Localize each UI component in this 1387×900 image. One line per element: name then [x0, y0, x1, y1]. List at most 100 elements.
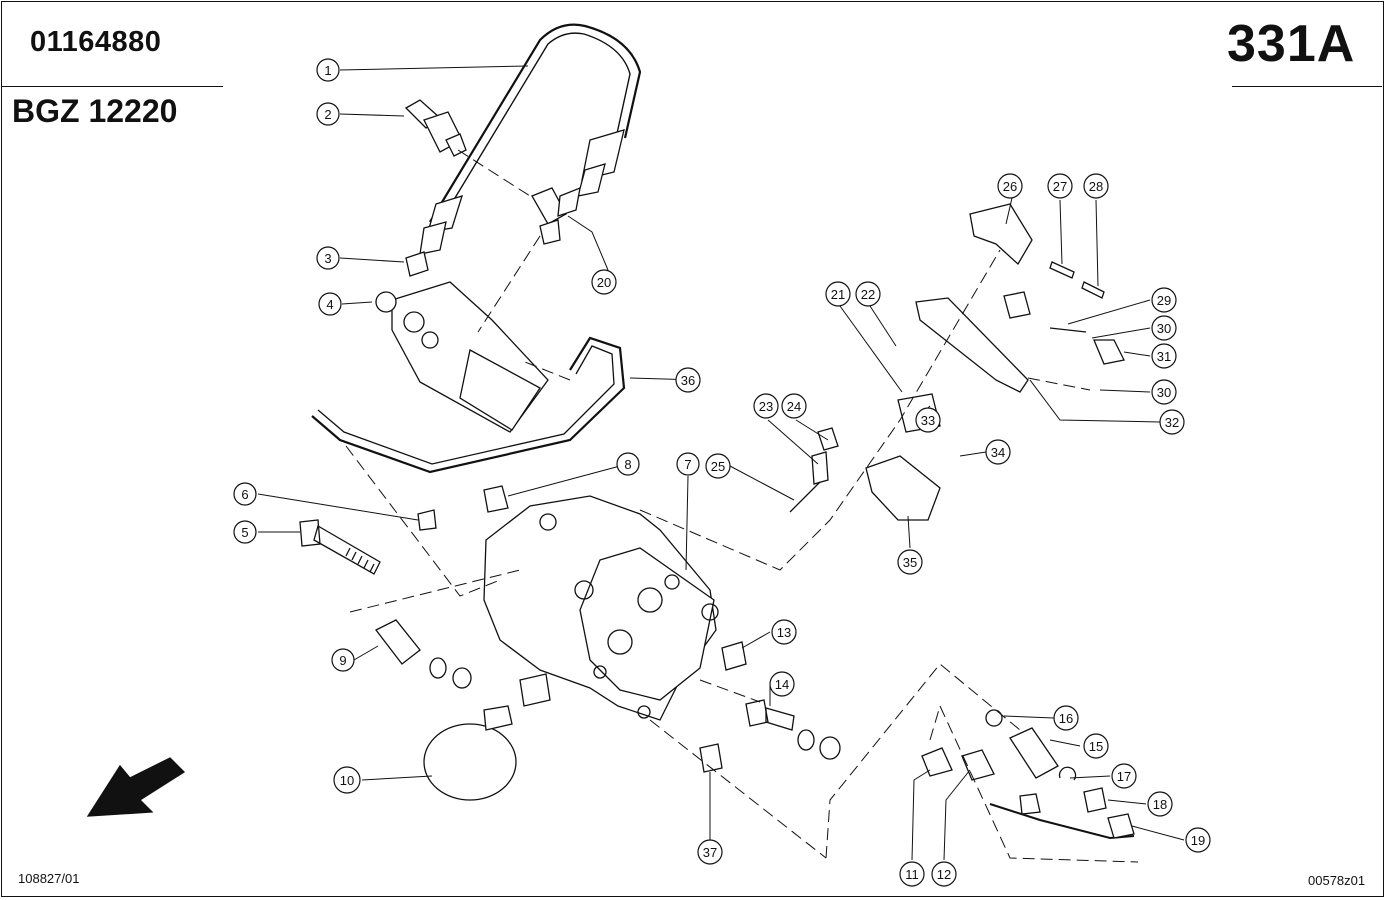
part-10-accumulator — [423, 705, 517, 801]
part-15-16-17-connector — [985, 709, 1077, 781]
svg-text:11: 11 — [905, 867, 919, 882]
svg-text:37: 37 — [703, 845, 717, 860]
callout-bubbles: 1 2 3 4 5 6 7 8 9 10 11 12 13 14 15 16 1… — [233, 58, 1211, 887]
callout-23: 23 — [753, 393, 779, 419]
part-29-31-ball-joints — [1003, 291, 1125, 365]
part-9-sleeve — [375, 619, 472, 689]
part-13-fitting — [721, 641, 747, 671]
svg-text:7: 7 — [684, 457, 691, 472]
svg-text:25: 25 — [711, 459, 725, 474]
callout-11: 11 — [899, 861, 925, 887]
callout-5: 5 — [233, 520, 257, 544]
svg-text:31: 31 — [1157, 349, 1171, 364]
svg-text:18: 18 — [1153, 797, 1167, 812]
svg-text:5: 5 — [241, 525, 248, 540]
svg-text:22: 22 — [861, 287, 875, 302]
callout-21: 21 — [825, 281, 851, 307]
part-27-28-pins — [1049, 261, 1105, 299]
callout-17: 17 — [1111, 763, 1137, 789]
callout-18: 18 — [1147, 791, 1173, 817]
callout-37: 37 — [697, 839, 723, 865]
plate-number: 331A — [1227, 15, 1356, 73]
callout-10: 10 — [333, 766, 361, 794]
svg-text:34: 34 — [991, 445, 1005, 460]
part-reference: 01164880 — [30, 26, 162, 58]
part-37-fitting — [699, 743, 723, 773]
svg-text:14: 14 — [775, 677, 789, 692]
direction-arrow-icon — [86, 757, 186, 817]
svg-text:9: 9 — [339, 653, 346, 668]
svg-text:16: 16 — [1059, 711, 1073, 726]
svg-text:35: 35 — [903, 555, 917, 570]
part-14-bolt-set — [745, 699, 841, 760]
callout-29: 29 — [1151, 287, 1177, 313]
svg-text:30: 30 — [1157, 321, 1171, 336]
part-20-tee-connector — [531, 186, 581, 245]
svg-text:27: 27 — [1053, 179, 1067, 194]
callout-34: 34 — [985, 439, 1011, 465]
callout-20: 20 — [591, 269, 617, 295]
svg-text:23: 23 — [759, 399, 773, 414]
svg-text:19: 19 — [1191, 833, 1205, 848]
part-11-12-fittings — [921, 747, 995, 781]
callout-27: 27 — [1047, 173, 1073, 199]
callout-13: 13 — [771, 619, 797, 645]
svg-text:20: 20 — [597, 275, 611, 290]
svg-text:28: 28 — [1089, 179, 1103, 194]
svg-text:29: 29 — [1157, 293, 1171, 308]
callout-16: 16 — [1053, 705, 1079, 731]
callout-26: 26 — [997, 173, 1023, 199]
part-18-19-hose — [989, 787, 1135, 840]
callout-7: 7 — [676, 452, 700, 476]
callout-12: 12 — [931, 861, 957, 887]
svg-text:17: 17 — [1117, 769, 1131, 784]
svg-text:15: 15 — [1089, 739, 1103, 754]
callout-14: 14 — [769, 671, 795, 697]
callout-2: 2 — [316, 102, 340, 126]
callout-28: 28 — [1083, 173, 1109, 199]
model-code: BGZ 12220 — [12, 93, 178, 129]
callout-22: 22 — [855, 281, 881, 307]
svg-text:26: 26 — [1003, 179, 1017, 194]
drawing-number: 108827/01 — [18, 871, 80, 886]
callout-36: 36 — [675, 367, 701, 393]
part-6-fitting — [417, 509, 437, 531]
svg-text:3: 3 — [324, 251, 331, 266]
svg-text:12: 12 — [937, 867, 951, 882]
svg-text:24: 24 — [787, 399, 801, 414]
callout-8: 8 — [616, 452, 640, 476]
svg-text:36: 36 — [681, 373, 695, 388]
callout-4: 4 — [318, 292, 342, 316]
header-divider — [1, 86, 223, 87]
part-3-union-nut — [405, 251, 429, 277]
part-32-bracket-plate — [915, 297, 1029, 393]
callout-33: 33 — [915, 407, 941, 433]
callout-25: 25 — [705, 453, 731, 479]
callout-19: 19 — [1185, 827, 1211, 853]
callout-6: 6 — [233, 482, 257, 506]
callout-3: 3 — [316, 246, 340, 270]
part-5-long-bolt — [299, 519, 381, 575]
part-8-plug — [483, 485, 509, 513]
callout-31: 31 — [1151, 343, 1177, 369]
image-code: 00578z01 — [1308, 873, 1366, 888]
svg-text:2: 2 — [324, 107, 331, 122]
svg-text:6: 6 — [241, 487, 248, 502]
part-1-pressure-pipe — [419, 23, 642, 255]
callout-1: 1 — [316, 58, 340, 82]
svg-text:4: 4 — [326, 297, 333, 312]
svg-text:33: 33 — [921, 413, 935, 428]
callout-35: 35 — [897, 549, 923, 575]
assembly-lines — [345, 149, 1139, 863]
callout-9: 9 — [331, 648, 355, 672]
svg-text:13: 13 — [777, 625, 791, 640]
svg-text:1: 1 — [324, 63, 331, 78]
callout-32: 32 — [1159, 409, 1185, 435]
part-23-24-25-linkage — [789, 427, 839, 513]
part-26-lever — [969, 203, 1033, 266]
callout-30-lower: 30 — [1151, 379, 1177, 405]
plate-divider — [1232, 86, 1382, 87]
callout-30-upper: 30 — [1151, 315, 1177, 341]
